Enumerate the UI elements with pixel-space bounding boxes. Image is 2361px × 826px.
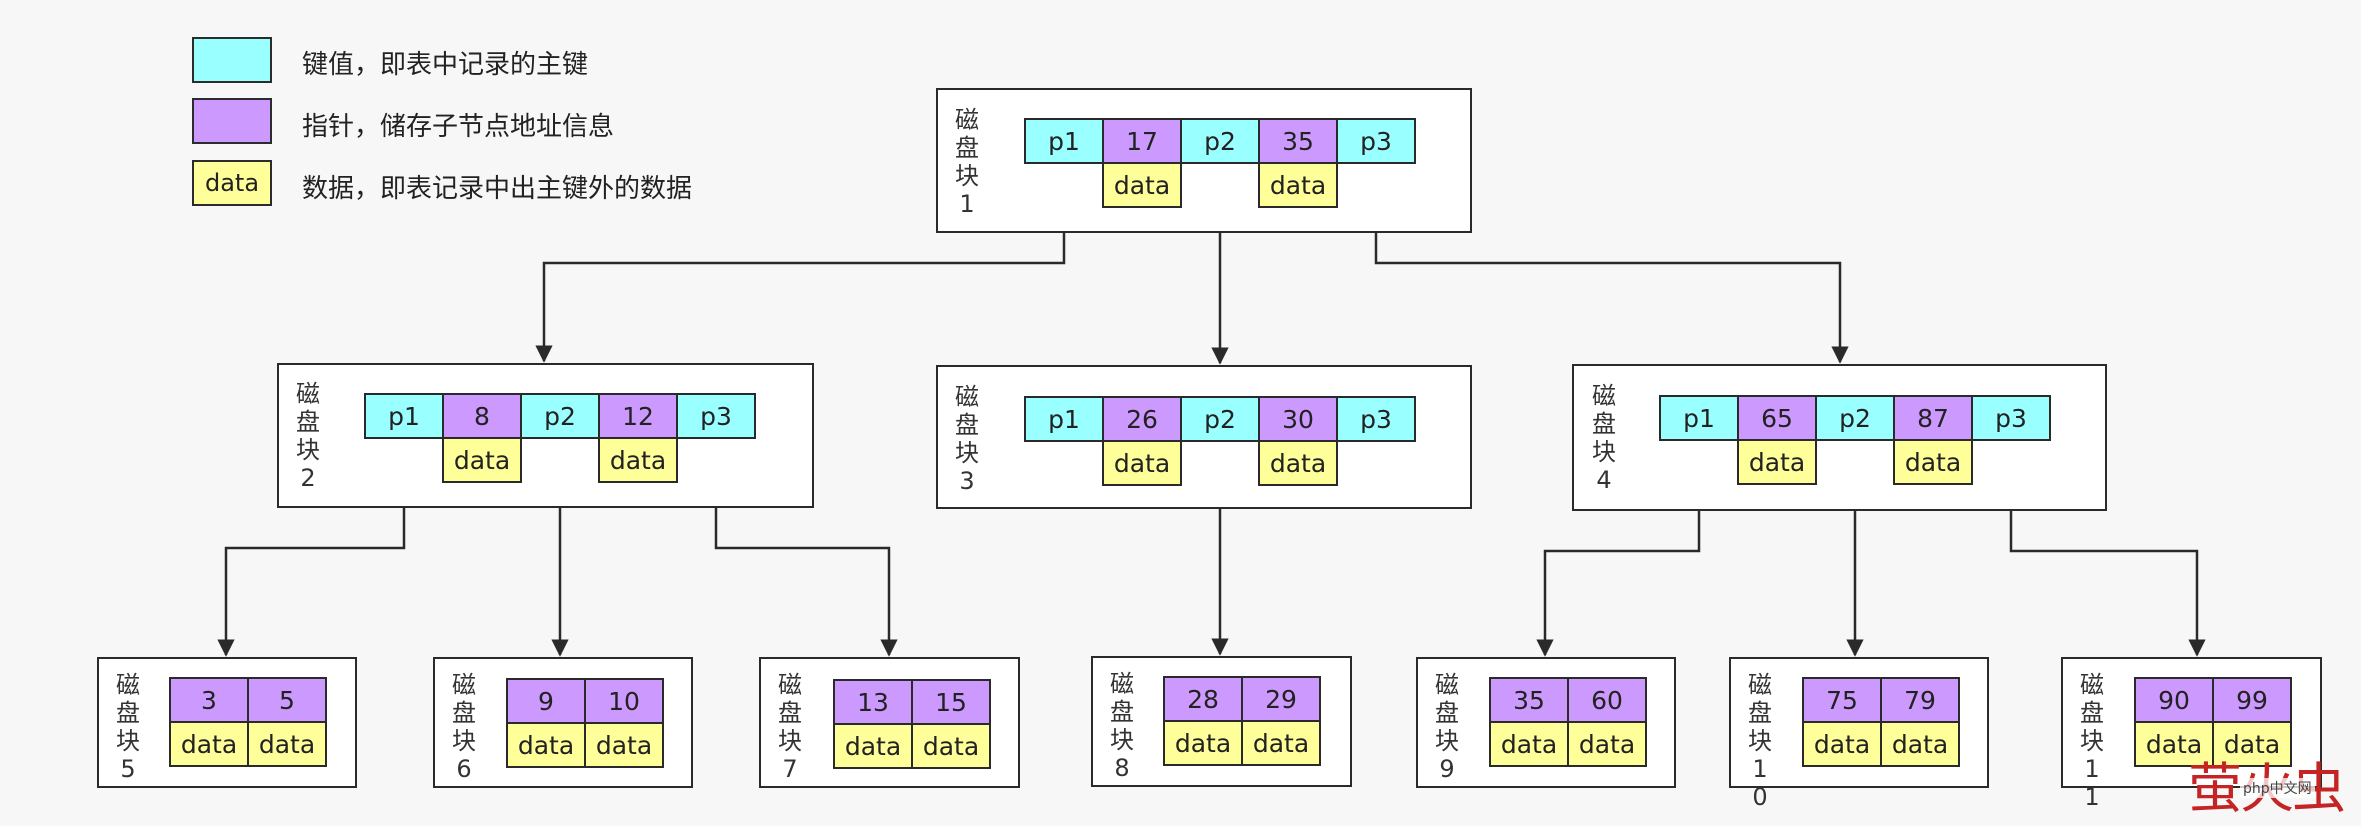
key-cell: 17 <box>1102 118 1182 164</box>
key-cell: 79 <box>1880 677 1960 723</box>
data-cell: data <box>1893 439 1973 485</box>
data-cell: data <box>598 437 678 483</box>
pointer-cell: p1 <box>1024 118 1104 164</box>
key-cell: 60 <box>1567 677 1647 723</box>
data-cell: data <box>2134 721 2214 767</box>
key-cell: 3 <box>169 677 249 723</box>
pointer-cell: p1 <box>1659 395 1739 441</box>
pointer-cell: p2 <box>1815 395 1895 441</box>
disk-block-label: 磁盘块3 <box>955 383 979 495</box>
watermark-site: php中文网 <box>2240 778 2315 798</box>
data-cell: data <box>1567 721 1647 767</box>
legend-text-pointer: 指针，储存子节点地址信息 <box>302 112 615 142</box>
data-cell: data <box>506 722 586 768</box>
data-cell: data <box>1102 440 1182 486</box>
data-cell: data <box>1737 439 1817 485</box>
key-cell: 28 <box>1163 676 1243 722</box>
legend-text-key: 键值，即表中记录的主键 <box>302 50 589 80</box>
pointer-cell: p2 <box>1180 396 1260 442</box>
pointer-cell: p3 <box>1336 118 1416 164</box>
data-cell: data <box>911 723 991 769</box>
key-cell: 26 <box>1102 396 1182 442</box>
data-cell: data <box>1102 162 1182 208</box>
disk-block-label: 磁盘块7 <box>778 671 802 783</box>
key-cell: 35 <box>1258 118 1338 164</box>
data-cell: data <box>1802 721 1882 767</box>
legend-swatch-pointer <box>192 98 272 144</box>
disk-block-label: 磁盘块2 <box>296 380 320 492</box>
disk-block-label: 磁盘块5 <box>116 671 140 783</box>
pointer-cell: p3 <box>1971 395 2051 441</box>
key-cell: 65 <box>1737 395 1817 441</box>
data-cell: data <box>584 722 664 768</box>
disk-block-label: 磁盘块9 <box>1435 671 1459 783</box>
key-cell: 9 <box>506 678 586 724</box>
data-cell: data <box>2212 721 2292 767</box>
data-cell: data <box>247 721 327 767</box>
disk-block-label: 磁盘块6 <box>452 671 476 783</box>
data-cell: data <box>442 437 522 483</box>
data-cell: data <box>1241 720 1321 766</box>
key-cell: 12 <box>598 393 678 439</box>
pointer-cell: p3 <box>676 393 756 439</box>
disk-block-label: 磁盘块4 <box>1592 382 1616 494</box>
key-cell: 15 <box>911 679 991 725</box>
key-cell: 8 <box>442 393 522 439</box>
data-cell: data <box>1258 162 1338 208</box>
key-cell: 30 <box>1258 396 1338 442</box>
pointer-cell: p2 <box>1180 118 1260 164</box>
data-cell: data <box>1489 721 1569 767</box>
disk-block-label: 磁盘块10 <box>1748 671 1772 811</box>
legend-swatch-key <box>192 37 272 83</box>
key-cell: 99 <box>2212 677 2292 723</box>
key-cell: 75 <box>1802 677 1882 723</box>
disk-block-label: 磁盘块11 <box>2080 671 2104 811</box>
disk-block-label: 磁盘块8 <box>1110 670 1134 782</box>
key-cell: 13 <box>833 679 913 725</box>
key-cell: 90 <box>2134 677 2214 723</box>
key-cell: 10 <box>584 678 664 724</box>
disk-block-label: 磁盘块1 <box>955 106 979 218</box>
key-cell: 87 <box>1893 395 1973 441</box>
key-cell: 29 <box>1241 676 1321 722</box>
data-cell: data <box>169 721 249 767</box>
legend-text-data: 数据，即表记录中出主键外的数据 <box>302 174 693 204</box>
data-cell: data <box>1258 440 1338 486</box>
pointer-cell: p1 <box>1024 396 1104 442</box>
pointer-cell: p2 <box>520 393 600 439</box>
data-cell: data <box>833 723 913 769</box>
pointer-cell: p3 <box>1336 396 1416 442</box>
key-cell: 5 <box>247 677 327 723</box>
pointer-cell: p1 <box>364 393 444 439</box>
key-cell: 35 <box>1489 677 1569 723</box>
data-cell: data <box>1163 720 1243 766</box>
data-cell: data <box>1880 721 1960 767</box>
legend-swatch-data: data <box>192 160 272 206</box>
